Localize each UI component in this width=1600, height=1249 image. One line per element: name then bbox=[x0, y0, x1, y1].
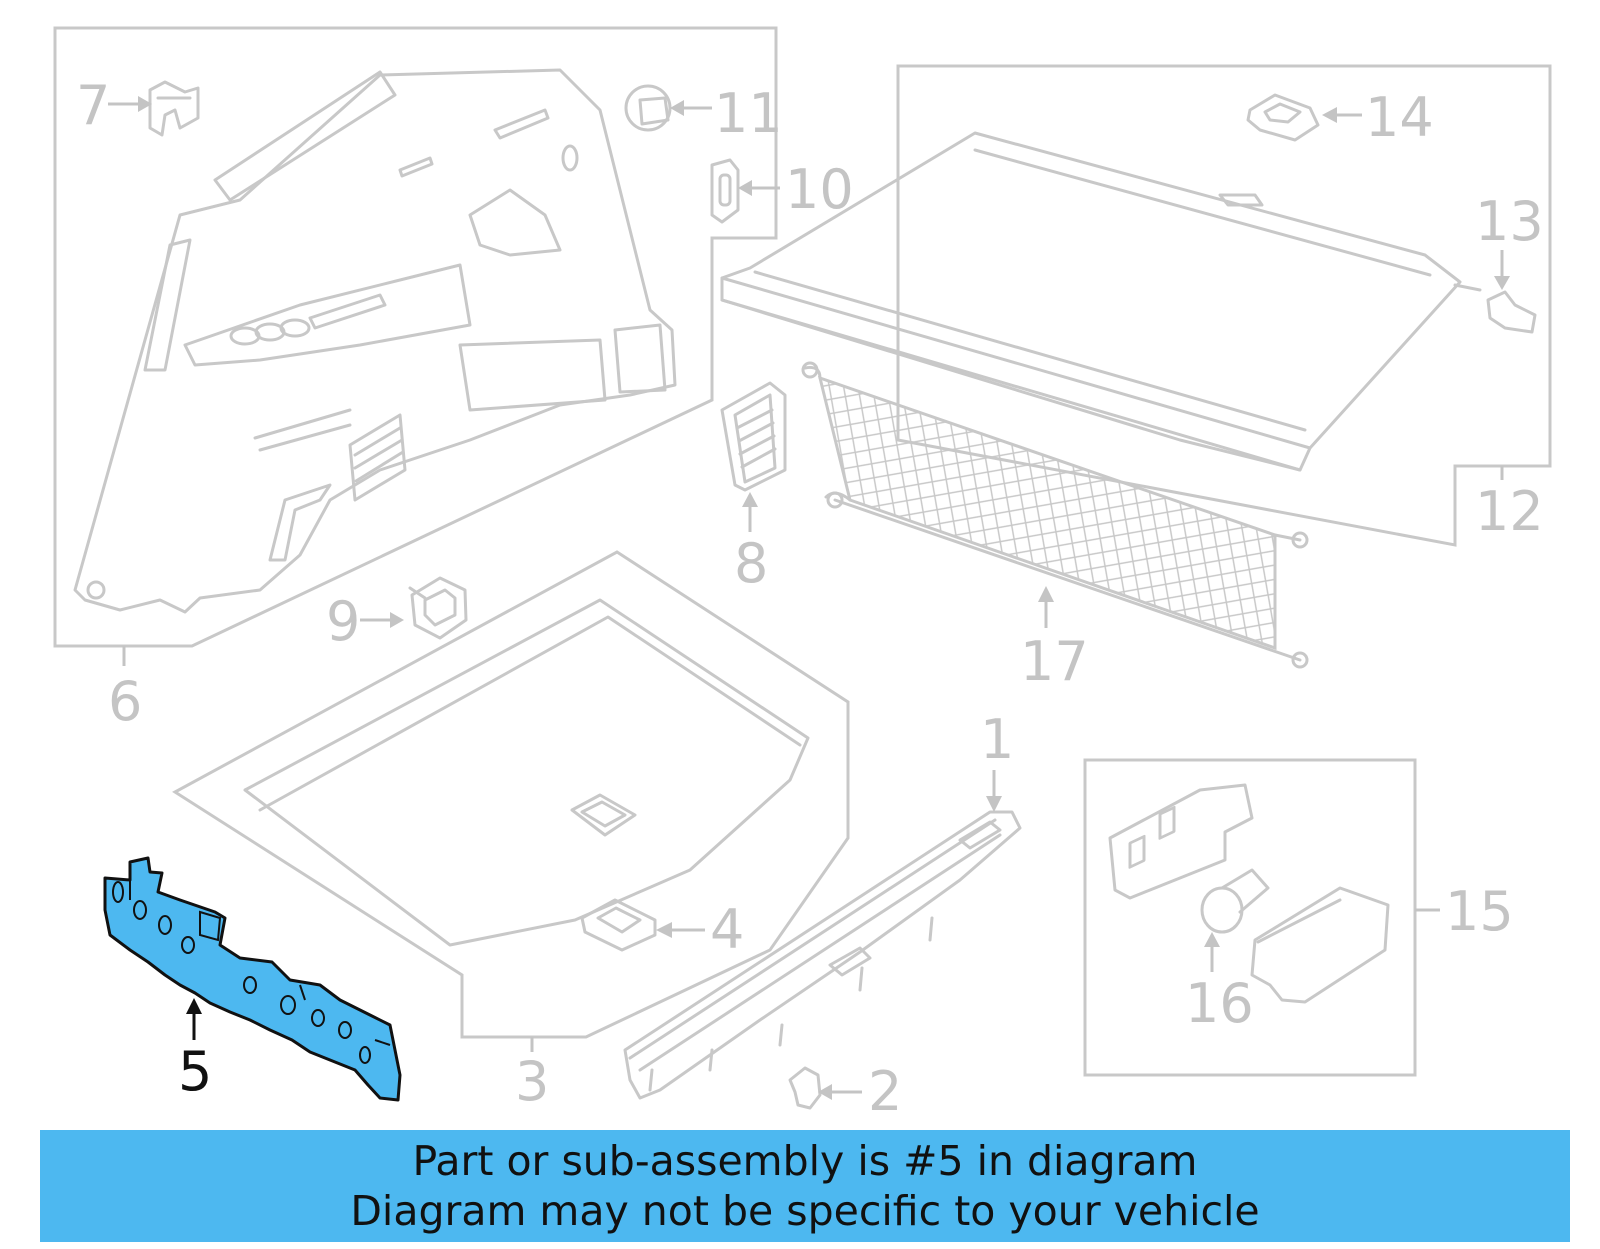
sill-plate-1[interactable] bbox=[623, 810, 1022, 1100]
banner-line-1: Part or sub-assembly is #5 in diagram bbox=[412, 1137, 1198, 1185]
group-box-6 bbox=[53, 26, 778, 648]
callout-1: 1 bbox=[980, 708, 1014, 771]
bulb-16[interactable] bbox=[1200, 868, 1270, 934]
callout-4: 4 bbox=[710, 898, 744, 961]
callout-6: 6 bbox=[108, 670, 142, 733]
callout-13: 13 bbox=[1475, 190, 1544, 253]
callout-10: 10 bbox=[785, 158, 854, 221]
quarter-trim-panel-6[interactable] bbox=[73, 68, 677, 614]
callout-2: 2 bbox=[868, 1060, 902, 1123]
push-clip-11[interactable] bbox=[624, 84, 672, 132]
callout-9: 9 bbox=[326, 590, 360, 653]
clip-2[interactable] bbox=[788, 1066, 822, 1110]
info-banner: Part or sub-assembly is #5 in diagram Di… bbox=[40, 1130, 1570, 1242]
clip-7[interactable] bbox=[148, 80, 200, 137]
callout-17: 17 bbox=[1020, 630, 1089, 693]
grommet-4[interactable] bbox=[580, 898, 657, 952]
load-floor-3[interactable] bbox=[243, 598, 810, 947]
callout-12: 12 bbox=[1475, 480, 1544, 543]
callout-8: 8 bbox=[734, 532, 768, 595]
callout-16: 16 bbox=[1185, 972, 1254, 1035]
clip-13[interactable] bbox=[1486, 290, 1537, 334]
vent-grille-8[interactable] bbox=[720, 381, 787, 492]
cargo-cover-12[interactable] bbox=[720, 131, 1482, 472]
callout-3: 3 bbox=[515, 1050, 549, 1113]
group-box-3 bbox=[172, 550, 850, 1039]
callout-7: 7 bbox=[76, 74, 110, 137]
grommet-9[interactable] bbox=[408, 576, 468, 640]
clip-10[interactable] bbox=[710, 158, 740, 224]
callout-14: 14 bbox=[1365, 86, 1434, 149]
lamp-assembly-15[interactable] bbox=[1108, 783, 1390, 1004]
callouts: 1 2 3 4 5 6 7 8 9 10 bbox=[76, 74, 1544, 1123]
callout-15: 15 bbox=[1445, 880, 1514, 943]
group-box-15 bbox=[1083, 758, 1417, 1077]
callout-5: 5 bbox=[178, 1040, 212, 1103]
bracket-5-highlighted[interactable] bbox=[103, 856, 402, 1102]
grommet-14[interactable] bbox=[1246, 93, 1320, 142]
cargo-net-17[interactable] bbox=[801, 361, 1309, 669]
banner-line-2: Diagram may not be specific to your vehi… bbox=[350, 1187, 1260, 1235]
callout-11: 11 bbox=[714, 82, 783, 145]
